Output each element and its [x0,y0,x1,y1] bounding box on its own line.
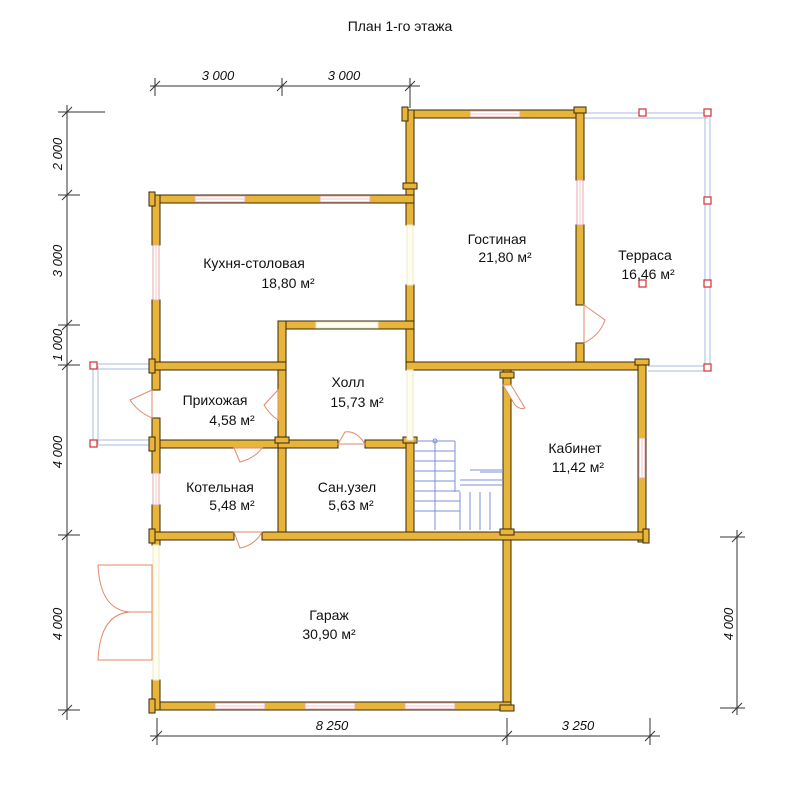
top-dimension: 3 000 3 000 [149,68,420,108]
porch-railing [89,361,152,448]
staircase [414,438,503,530]
room-entry-name: Прихожая [183,392,248,408]
left-dimension: 2 000 3 000 1 000 4 000 4 000 [50,105,105,720]
bottom-dimension: 8 250 3 250 [150,718,660,745]
room-bath-name: Сан.узел [318,479,376,495]
room-bath-area: 5,63 м² [328,497,374,513]
right-dimension: 4 000 [720,530,745,715]
dim-left-1: 2 000 [50,137,65,171]
room-terrace-name: Терраса [618,247,672,263]
openings [152,224,414,681]
dim-top-1: 3 000 [202,68,235,83]
room-garage-name: Гараж [309,607,349,623]
room-study-name: Кабинет [548,440,602,456]
room-living-name: Гостиная [468,231,527,247]
room-kitchen-name: Кухня-столовая [203,255,305,271]
room-terrace-area: 16,46 м² [621,266,675,282]
room-study-area: 11,42 м² [552,459,605,475]
dim-top-2: 3 000 [328,68,361,83]
terrace-railing [582,108,712,372]
room-labels: Кухня-столовая 18,80 м² Гостиная 21,80 м… [183,231,675,642]
dim-left-4: 4 000 [50,435,65,468]
dim-bottom-1: 8 250 [316,718,349,733]
dim-right-1: 4 000 [721,607,736,640]
dim-left-3: 1 000 [50,328,65,361]
room-boiler-area: 5,48 м² [209,497,255,513]
room-living-area: 21,80 м² [478,249,532,265]
room-kitchen-area: 18,80 м² [261,275,315,291]
dim-left-2: 3 000 [50,244,65,277]
room-hall-area: 15,73 м² [330,394,384,410]
dim-bottom-2: 3 250 [562,718,595,733]
garage-door [97,564,153,661]
plan-title: План 1-го этажа [348,18,453,34]
room-boiler-name: Котельная [186,479,254,495]
room-hall-name: Холл [332,374,365,390]
doors [129,304,606,549]
windows [152,110,646,710]
room-entry-area: 4,58 м² [209,412,255,428]
room-garage-area: 30,90 м² [302,626,356,642]
dim-left-5: 4 000 [50,607,65,640]
